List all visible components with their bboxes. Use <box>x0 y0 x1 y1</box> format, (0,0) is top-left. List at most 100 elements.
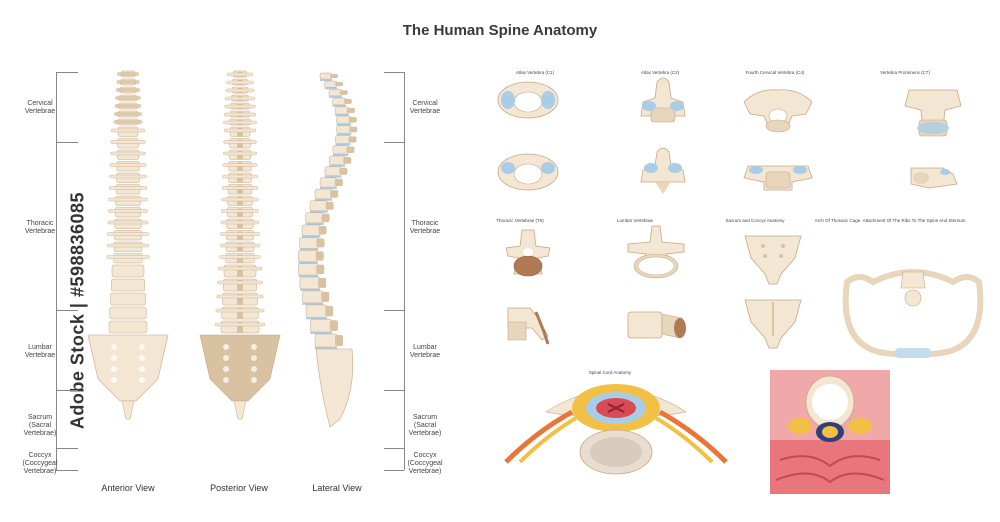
sacral-foramen <box>223 355 229 361</box>
right-tick <box>384 310 404 311</box>
anterior-spine <box>87 70 169 420</box>
spinal-cord-diagram <box>504 384 728 475</box>
spinous-process <box>343 98 352 104</box>
posterior-spine <box>199 70 281 420</box>
intervertebral-disc <box>310 210 328 213</box>
vertebra <box>310 319 333 333</box>
rib-head <box>107 232 149 236</box>
intervertebral-disc <box>335 143 351 146</box>
spinous-process <box>346 146 355 153</box>
transverse-process <box>224 96 256 101</box>
transverse-process <box>220 232 260 236</box>
spinous-process <box>321 213 330 222</box>
spinous-process <box>349 126 358 133</box>
panel-title-c7: Vertebra Prominens (C7) <box>880 70 930 75</box>
vertebra <box>298 263 319 276</box>
right-region-bracket <box>404 72 405 470</box>
t6-superior-view <box>505 229 551 277</box>
panel-title-arch: Arch Of Thoracic Cage. Attachment Of The… <box>814 218 966 223</box>
sacral-foramen <box>139 344 145 350</box>
transverse-process <box>114 104 142 108</box>
transverse-process <box>226 72 254 77</box>
rib-head <box>107 220 149 225</box>
panel-title-atlas-c2: Atlas Vertebra (C2) <box>640 70 680 75</box>
spine-views <box>87 70 358 428</box>
intervertebral-disc <box>324 87 338 90</box>
transverse-process <box>221 186 259 190</box>
vertebra <box>111 278 145 292</box>
panel-title-c4: Fourth Cervical Vertebra (C4) <box>745 70 805 75</box>
vertebra <box>298 250 318 262</box>
vertebra <box>334 106 350 115</box>
rib-head <box>110 128 146 133</box>
lumbar-lateral-view <box>627 311 687 339</box>
transverse-process <box>217 266 263 271</box>
rib-head <box>109 174 147 179</box>
vertebra <box>110 292 146 306</box>
vertebra <box>329 155 346 165</box>
intervertebral-disc <box>335 114 349 117</box>
spinous-process <box>335 335 343 346</box>
intervertebral-disc <box>302 235 321 238</box>
transverse-process <box>216 294 264 299</box>
spinous-process <box>339 167 348 175</box>
panel-title-sacrum: Sacrum and Coccyx Anatomy <box>725 218 785 223</box>
left-region-bracket <box>56 72 57 470</box>
sacral-foramen <box>139 355 145 361</box>
vertebra <box>108 320 148 334</box>
page-title: The Human Spine Anatomy <box>402 22 598 39</box>
spinous-process <box>325 305 334 317</box>
spinous-process <box>346 107 355 114</box>
transverse-process <box>222 174 258 179</box>
sacrum-front-view <box>744 235 802 285</box>
vertebra <box>324 166 342 176</box>
vertebra <box>336 115 351 124</box>
transverse-process <box>219 243 261 248</box>
transverse-process <box>219 255 261 259</box>
rib-head <box>106 255 150 259</box>
spinous-process <box>325 201 334 210</box>
coccyx <box>121 400 135 420</box>
c7-top-view <box>904 89 962 137</box>
transverse-process <box>217 280 263 285</box>
vertebra <box>305 304 328 318</box>
sacral-foramen <box>223 344 229 350</box>
left-tick <box>56 470 78 471</box>
thoracic-label-right: Thoracic Vertebrae <box>409 220 441 235</box>
transverse-process <box>116 80 140 84</box>
transverse-process <box>223 120 257 125</box>
left-tick <box>56 310 78 311</box>
sacral-foramen <box>139 377 145 383</box>
spinous-process <box>334 178 343 187</box>
transverse-process <box>215 308 265 313</box>
sacral-foramen <box>111 344 117 350</box>
panel-title-t6: Thoracic Vertebrae (T6) <box>496 218 544 223</box>
sacrum-label-right: Sacrum (Sacral Vertebrae) <box>408 414 442 437</box>
intervertebral-disc <box>310 332 332 334</box>
sacral-foramen <box>251 355 257 361</box>
thoracic-section-diagram <box>770 370 890 494</box>
coccyx-label-left: Coccyx (Coccygeal Vertebrae) <box>22 452 58 475</box>
sacral-foramen <box>111 355 117 361</box>
intervertebral-disc <box>314 198 333 201</box>
intervertebral-disc <box>332 104 346 107</box>
sacrum-label-left: Sacrum (Sacral Vertebrae) <box>23 414 57 437</box>
intervertebral-disc <box>315 347 337 349</box>
cervical-label-left: Cervical Vertebrae <box>24 100 56 115</box>
transverse-process <box>220 220 260 225</box>
spinous-process <box>348 117 357 123</box>
sacral-foramen <box>111 377 117 383</box>
spinous-process <box>318 278 327 288</box>
vertebra <box>332 145 349 155</box>
rib-head <box>109 163 147 167</box>
rib-arch <box>842 268 984 358</box>
transverse-process <box>223 112 257 117</box>
spinous-process <box>339 90 348 95</box>
detail-panels <box>497 77 984 494</box>
intervertebral-disc <box>299 248 319 251</box>
lumbar-superior-view <box>627 225 685 279</box>
intervertebral-disc <box>320 79 332 81</box>
c7-side-view <box>910 167 958 189</box>
transverse-process <box>223 128 257 133</box>
spinous-process <box>330 74 338 78</box>
